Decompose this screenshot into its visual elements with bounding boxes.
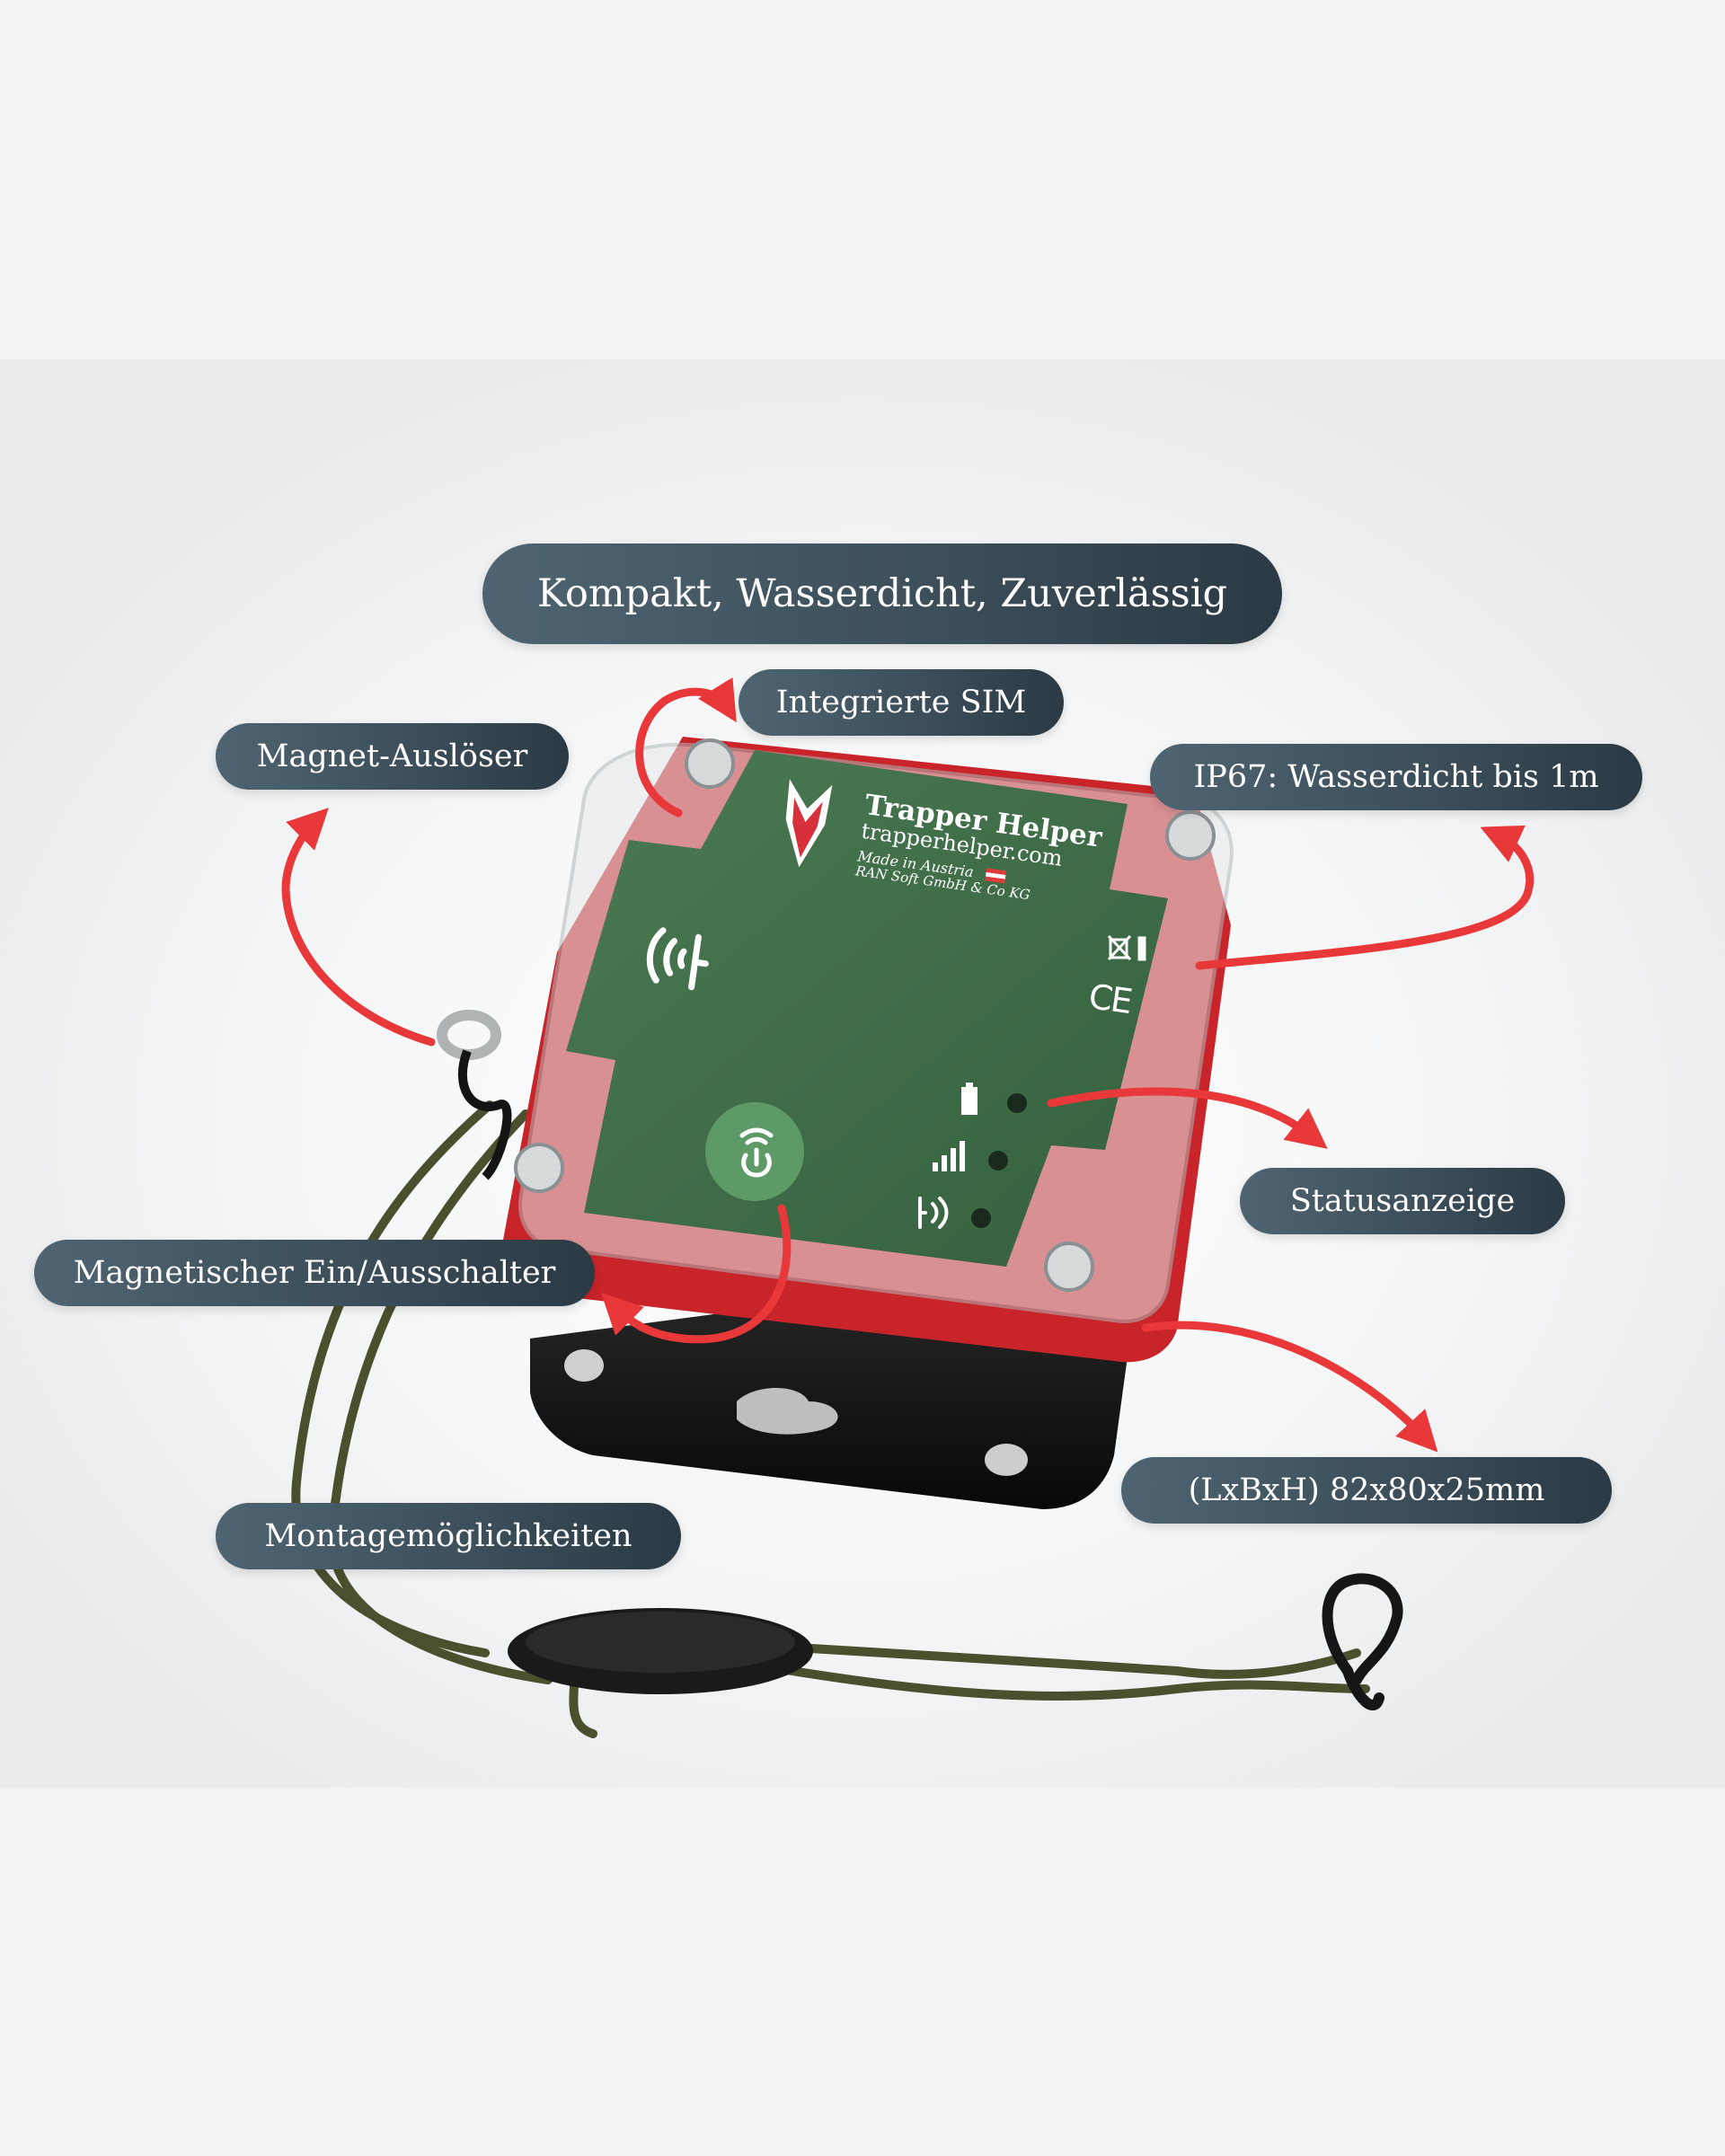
- battery-icon: [960, 1082, 979, 1117]
- status-leds: [971, 1093, 1027, 1228]
- ce-mark: CE: [1086, 976, 1134, 1022]
- weee-bin-icon: [1107, 934, 1152, 961]
- magnetic-switch-pill: Magnetischer Ein/Ausschalter: [34, 1240, 595, 1306]
- ip67-pill: IP67: Wasserdicht bis 1m: [1150, 744, 1642, 810]
- magnet-trigger-pill: Magnet-Auslöser: [216, 723, 569, 790]
- status-indicator-pill: Statusanzeige: [1240, 1168, 1565, 1234]
- screws: [514, 738, 1216, 1292]
- top-margin-band: [0, 0, 1725, 359]
- status-indicator-text: Statusanzeige: [1289, 1183, 1516, 1219]
- integrated-sim-pill: Integrierte SIM: [739, 669, 1064, 736]
- magnet-trigger-text: Magnet-Auslöser: [256, 738, 528, 774]
- dimensions-pill: (LxBxH) 82x80x25mm: [1121, 1457, 1612, 1524]
- headline-pill: Kompakt, Wasserdicht, Zuverlässig: [482, 543, 1282, 644]
- signal-bars-icon: [931, 1141, 967, 1173]
- dimensions-text: (LxBxH) 82x80x25mm: [1188, 1472, 1545, 1508]
- callout-arrows: [281, 677, 1535, 1453]
- mounting-cord: [291, 1100, 1370, 1738]
- mounting-options-text: Montagemöglichkeiten: [264, 1518, 632, 1554]
- eye-bolt: [437, 1010, 501, 1060]
- headline-text: Kompakt, Wasserdicht, Zuverlässig: [536, 571, 1228, 616]
- wireless-icon: [913, 1195, 952, 1231]
- power-wifi-icon: [730, 1125, 780, 1179]
- integrated-sim-text: Integrierte SIM: [775, 685, 1027, 720]
- nfc-wave-icon: [635, 921, 715, 994]
- fox-logo-icon: [776, 779, 835, 870]
- magnetic-switch-text: Magnetischer Ein/Ausschalter: [73, 1255, 556, 1291]
- ip67-text: IP67: Wasserdicht bis 1m: [1193, 759, 1599, 795]
- eye-bolt-clip: [458, 1049, 512, 1180]
- snap-hook: [1322, 1573, 1403, 1710]
- bottom-margin-band: [0, 1788, 1725, 2156]
- mounting-options-pill: Montagemöglichkeiten: [216, 1503, 681, 1569]
